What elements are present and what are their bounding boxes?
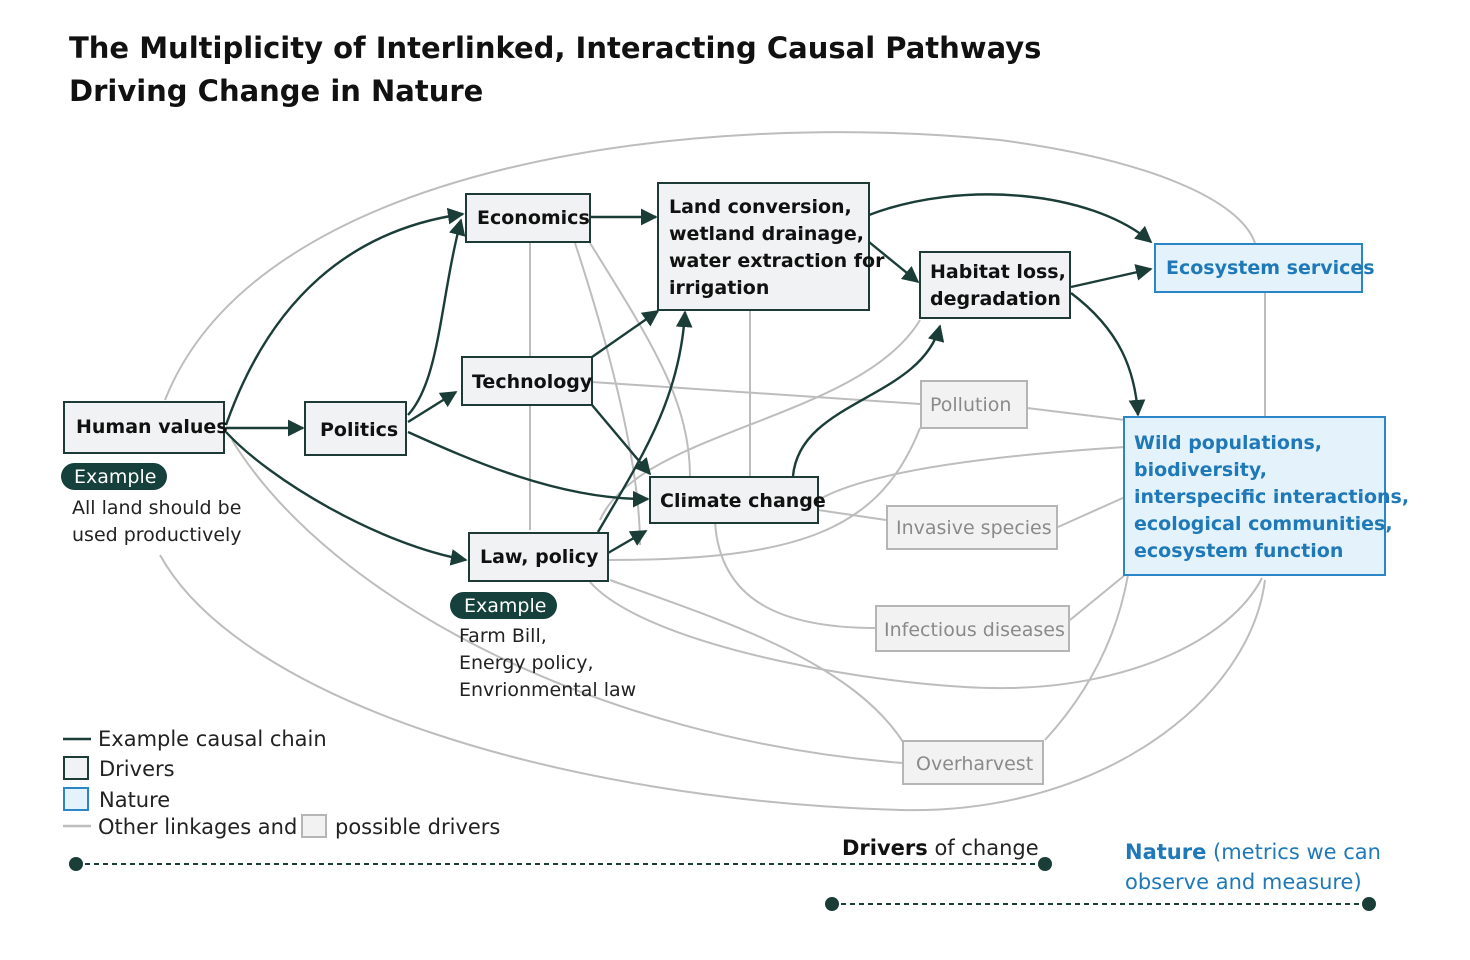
nature-scale-label-2: observe and measure) bbox=[1125, 870, 1362, 894]
node-technology-label: Technology bbox=[472, 371, 593, 393]
node-human-values-label: Human values bbox=[76, 416, 228, 438]
node-climate-change-label: Climate change bbox=[660, 490, 826, 512]
node-human-values[interactable]: Human values bbox=[63, 401, 228, 454]
legend-drivers-swatch bbox=[63, 756, 89, 780]
example-pill-label: Example bbox=[74, 466, 156, 488]
node-land-conversion-line-3: water extraction for bbox=[669, 250, 885, 272]
diagram-title-line-2: Driving Change in Nature bbox=[69, 74, 483, 108]
node-wild-populations-line-2: biodiversity, bbox=[1134, 459, 1267, 481]
example-law-policy-line-3: Envrionmental law bbox=[459, 679, 636, 701]
drivers-of-change-scale: Drivers of change bbox=[69, 836, 1052, 871]
node-politics[interactable]: Politics bbox=[304, 401, 407, 456]
node-climate-change[interactable]: Climate change bbox=[649, 476, 826, 524]
example-pill-label: Example bbox=[464, 595, 546, 617]
node-habitat-loss[interactable]: Habitat loss, degradation bbox=[919, 251, 1071, 319]
node-land-conversion-line-2: wetland drainage, bbox=[669, 223, 864, 245]
node-wild-populations-line-3: interspecific interactions, bbox=[1134, 486, 1409, 508]
example-human-values: Example All land should be used producti… bbox=[61, 463, 242, 546]
node-invasive-species-label: Invasive species bbox=[896, 517, 1052, 539]
example-law-policy-line-1: Farm Bill, bbox=[459, 625, 547, 647]
legend-causal-chain-label: Example causal chain bbox=[98, 727, 327, 751]
example-human-values-line-1: All land should be bbox=[72, 497, 241, 519]
legend-other-suffix: possible drivers bbox=[335, 815, 500, 839]
node-habitat-loss-line-1: Habitat loss, bbox=[930, 261, 1066, 283]
node-economics[interactable]: Economics bbox=[465, 193, 591, 243]
legend: Example causal chain Drivers Nature Othe… bbox=[63, 727, 500, 839]
example-law-policy: Example Farm Bill, Energy policy, Envrio… bbox=[450, 592, 636, 701]
node-invasive-species[interactable]: Invasive species bbox=[886, 505, 1058, 550]
example-pill bbox=[61, 463, 167, 490]
node-overharvest-label: Overharvest bbox=[916, 753, 1033, 775]
node-land-conversion-line-4: irrigation bbox=[669, 277, 769, 299]
example-human-values-line-2: used productively bbox=[72, 524, 242, 546]
legend-other-prefix: Other linkages and bbox=[98, 815, 297, 839]
node-politics-label: Politics bbox=[320, 419, 398, 441]
node-wild-populations[interactable]: Wild populations, biodiversity, interspe… bbox=[1123, 416, 1409, 576]
node-wild-populations-line-1: Wild populations, bbox=[1134, 432, 1322, 454]
node-overharvest[interactable]: Overharvest bbox=[902, 740, 1044, 785]
drivers-scale-label: Drivers of change bbox=[842, 836, 1039, 860]
node-infectious-diseases-label: Infectious diseases bbox=[884, 619, 1065, 641]
legend-possible-swatch bbox=[301, 814, 327, 838]
legend-drivers-label: Drivers bbox=[99, 757, 175, 781]
diagram-title-line-1: The Multiplicity of Interlinked, Interac… bbox=[69, 31, 1041, 65]
node-habitat-loss-line-2: degradation bbox=[930, 288, 1061, 310]
node-infectious-diseases[interactable]: Infectious diseases bbox=[875, 605, 1070, 652]
node-ecosystem-services[interactable]: Ecosystem services bbox=[1154, 243, 1375, 293]
node-law-policy-label: Law, policy bbox=[480, 546, 599, 568]
example-causal-chain bbox=[224, 193, 1153, 566]
node-law-policy[interactable]: Law, policy bbox=[468, 532, 609, 582]
node-pollution-label: Pollution bbox=[930, 394, 1011, 416]
node-technology[interactable]: Technology bbox=[461, 356, 593, 406]
legend-nature-swatch bbox=[63, 787, 89, 811]
example-pill bbox=[450, 592, 557, 619]
legend-nature-label: Nature bbox=[99, 788, 170, 812]
node-ecosystem-services-label: Ecosystem services bbox=[1166, 257, 1375, 279]
node-economics-label: Economics bbox=[477, 207, 590, 229]
node-land-conversion[interactable]: Land conversion, wetland drainage, water… bbox=[657, 182, 885, 311]
node-pollution[interactable]: Pollution bbox=[920, 380, 1028, 429]
nature-scale-label-1: Nature (metrics we can bbox=[1125, 840, 1381, 864]
node-wild-populations-line-4: ecological communities, bbox=[1134, 513, 1393, 535]
nature-scale: Nature (metrics we can observe and measu… bbox=[825, 840, 1381, 911]
node-land-conversion-line-1: Land conversion, bbox=[669, 196, 852, 218]
example-law-policy-line-2: Energy policy, bbox=[459, 652, 594, 674]
node-wild-populations-line-5: ecosystem function bbox=[1134, 540, 1343, 562]
